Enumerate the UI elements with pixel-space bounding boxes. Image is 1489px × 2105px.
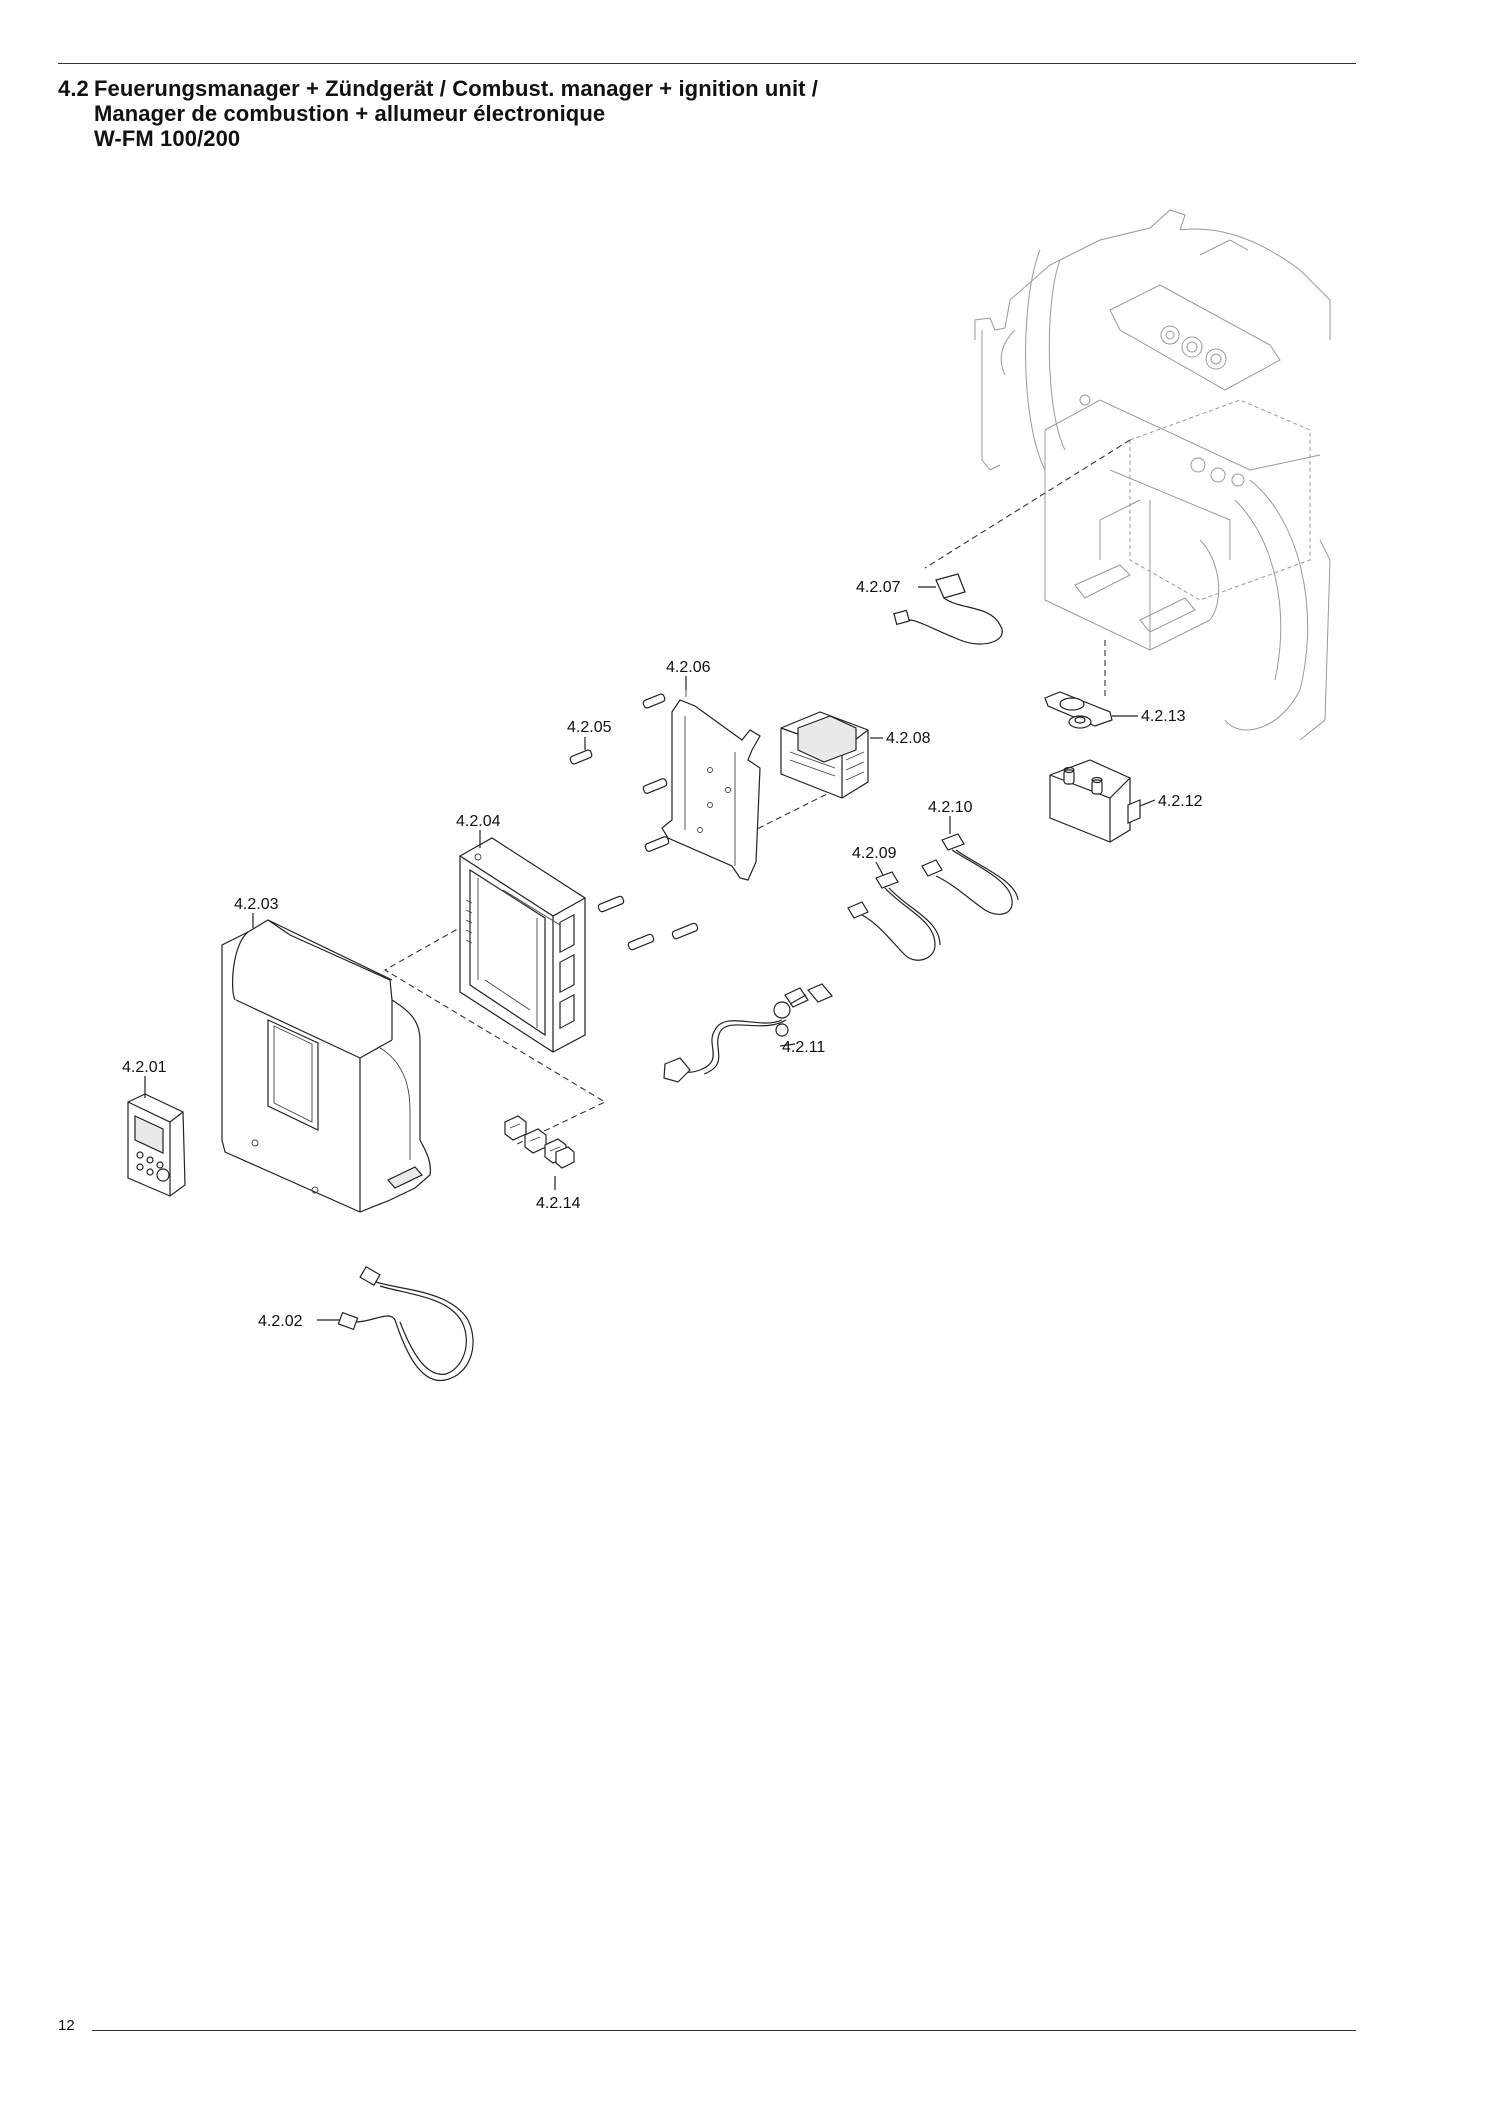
part-4-2-06-drawing bbox=[642, 688, 761, 881]
page-number: 12 bbox=[58, 2017, 75, 2034]
leader-lines bbox=[144, 586, 1156, 1321]
part-4-2-10-drawing bbox=[921, 833, 1019, 915]
part-label-4-2-02: 4.2.02 bbox=[258, 1313, 303, 1330]
part-4-2-13-drawing bbox=[1044, 691, 1113, 729]
part-label-4-2-13: 4.2.13 bbox=[1141, 708, 1186, 725]
footer-rule bbox=[92, 2030, 1356, 2031]
part-label-4-2-06: 4.2.06 bbox=[666, 659, 711, 676]
burner-housing-drawing bbox=[974, 209, 1331, 741]
part-label-4-2-03: 4.2.03 bbox=[234, 896, 279, 913]
part-4-2-03-drawing bbox=[221, 919, 431, 1213]
title-line-3: W-FM 100/200 bbox=[94, 126, 241, 151]
part-4-2-04-drawing bbox=[459, 837, 586, 1053]
part-4-2-08-drawing bbox=[780, 711, 869, 799]
part-label-4-2-01: 4.2.01 bbox=[122, 1059, 167, 1076]
part-4-2-09-drawing bbox=[847, 871, 941, 961]
part-4-2-12-drawing bbox=[1049, 759, 1141, 843]
part-label-4-2-09: 4.2.09 bbox=[852, 845, 897, 862]
part-label-4-2-12: 4.2.12 bbox=[1158, 793, 1203, 810]
part-4-2-14-drawing bbox=[504, 1115, 575, 1169]
part-label-4-2-05: 4.2.05 bbox=[567, 719, 612, 736]
part-4-2-01-drawing bbox=[127, 1093, 186, 1197]
part-labels: 4.2.07 4.2.06 4.2.05 4.2.08 4.2.04 4.2.1… bbox=[122, 579, 1203, 1330]
part-label-4-2-04: 4.2.04 bbox=[456, 813, 501, 830]
part-4-2-05-drawing bbox=[569, 749, 699, 951]
part-4-2-07-drawing bbox=[893, 573, 1003, 645]
part-4-2-02-drawing bbox=[337, 1265, 474, 1381]
part-label-4-2-14: 4.2.14 bbox=[536, 1195, 581, 1212]
part-label-4-2-11: 4.2.11 bbox=[782, 1039, 825, 1056]
header-rule bbox=[58, 63, 1356, 64]
assembly-lines bbox=[383, 439, 1131, 1146]
section-number: 4.2 bbox=[58, 76, 89, 101]
title-text-1: Feuerungsmanager + Zündgerät / Combust. … bbox=[94, 76, 819, 101]
part-label-4-2-10: 4.2.10 bbox=[928, 799, 973, 816]
part-label-4-2-08: 4.2.08 bbox=[886, 730, 931, 747]
part-label-4-2-07: 4.2.07 bbox=[856, 579, 901, 596]
part-4-2-11-drawing bbox=[663, 983, 833, 1083]
title-line-2: Manager de combustion + allumeur électro… bbox=[94, 101, 606, 126]
